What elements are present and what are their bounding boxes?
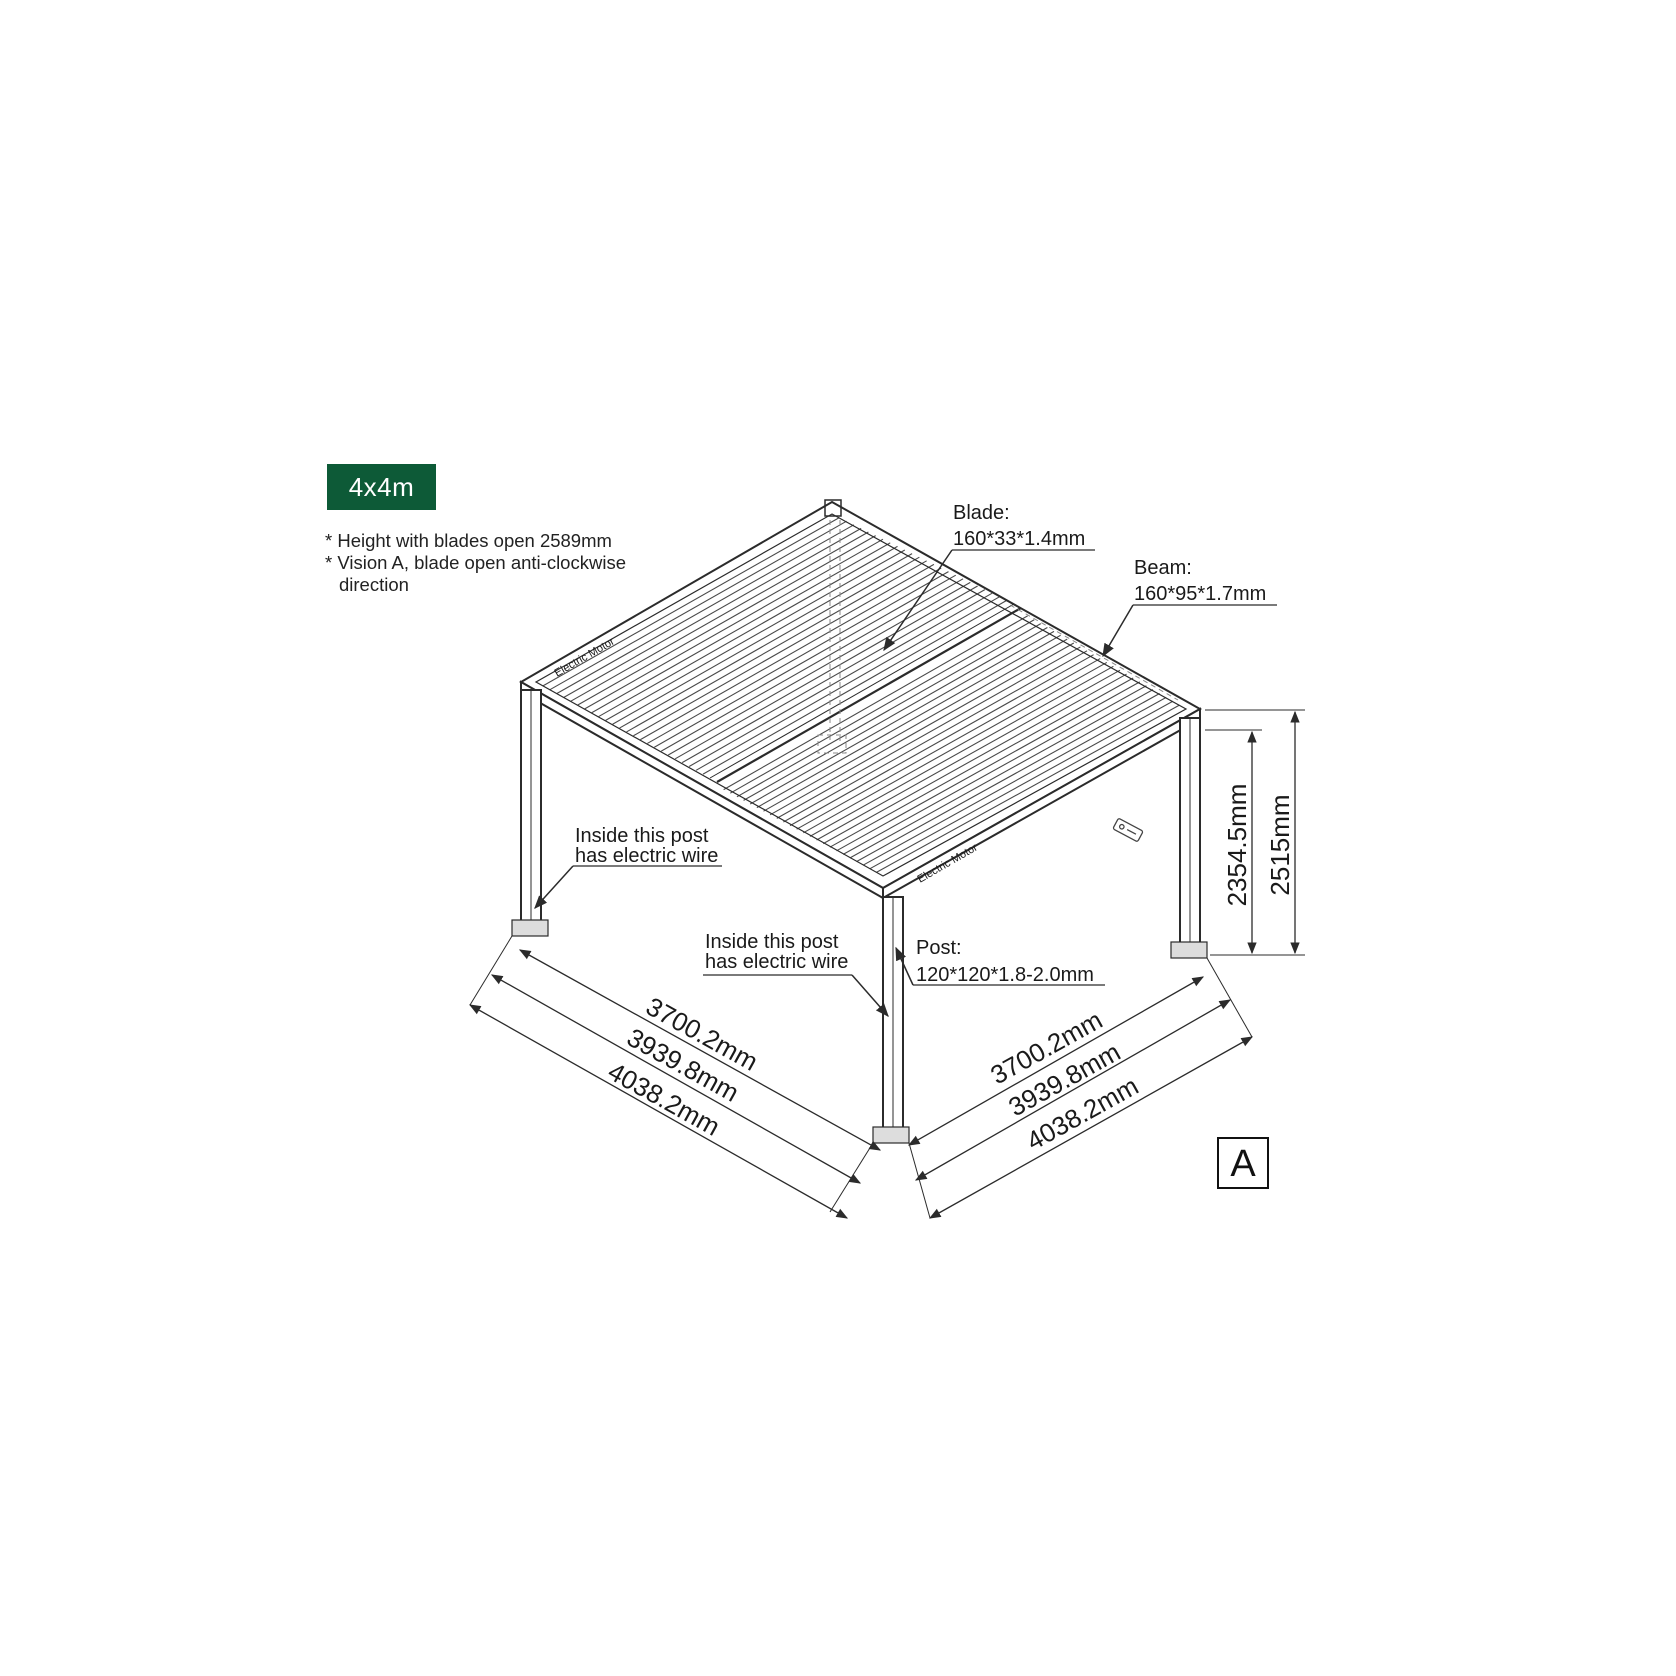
blade-label-spec: 160*33*1.4mm bbox=[953, 528, 1085, 550]
roof-blade bbox=[842, 685, 1147, 855]
roof-blade bbox=[702, 599, 1007, 775]
roof-blade bbox=[756, 634, 1061, 809]
roof-blade bbox=[688, 592, 993, 767]
roof-blade bbox=[836, 681, 1141, 852]
front-post-note-line2: has electric wire bbox=[705, 951, 848, 973]
hidden-lines bbox=[817, 520, 1179, 754]
roof-blade bbox=[577, 535, 876, 706]
blade-callout: Blade: 160*33*1.4mm bbox=[883, 502, 1095, 652]
roof-blade bbox=[776, 646, 1081, 819]
left-post bbox=[511, 689, 549, 937]
roof-blade bbox=[743, 627, 1048, 801]
roof-blade bbox=[749, 630, 1055, 805]
roof-blade bbox=[681, 589, 986, 764]
height-dim-label-inner: 2354.5mm bbox=[1222, 784, 1252, 907]
roof-blade bbox=[563, 527, 862, 698]
roof-blade bbox=[556, 524, 855, 694]
front-post-note-line1: Inside this post bbox=[705, 931, 839, 953]
posts bbox=[511, 689, 1208, 1144]
left-post-wire-callout: Inside this post has electric wire bbox=[534, 825, 722, 910]
roof-blade bbox=[674, 585, 978, 760]
roof-frame bbox=[518, 499, 1203, 900]
roof-blade bbox=[667, 581, 971, 756]
blade-label-title: Blade: bbox=[953, 502, 1010, 524]
roof-blade bbox=[736, 623, 1042, 798]
right-post bbox=[1170, 717, 1208, 959]
roof-blade bbox=[763, 638, 1068, 812]
roof-blade bbox=[783, 650, 1088, 823]
roof-blade bbox=[619, 556, 920, 729]
height-dim-label-outer: 2515mm bbox=[1265, 794, 1295, 895]
post-label-title: Post: bbox=[916, 937, 962, 959]
post-callout: Post: 120*120*1.8-2.0mm bbox=[895, 937, 1105, 986]
size-badge: 4x4m bbox=[327, 464, 436, 510]
roof-blade bbox=[829, 677, 1134, 848]
right-dim-line-3 bbox=[928, 1036, 1254, 1219]
note-height: * Height with blades open 2589mm bbox=[325, 530, 612, 551]
roof-blade bbox=[605, 549, 906, 721]
front-post bbox=[872, 896, 910, 1144]
roof-blade bbox=[598, 545, 898, 718]
roof-blades bbox=[542, 517, 1180, 873]
roof-blade bbox=[789, 654, 1094, 827]
roof-blade bbox=[612, 553, 913, 725]
roof-blade bbox=[633, 563, 935, 737]
roof-blade bbox=[822, 673, 1127, 845]
roof-blade bbox=[570, 531, 869, 702]
left-dimensions bbox=[468, 935, 882, 1219]
roof-blade bbox=[640, 567, 942, 741]
roof-blade bbox=[862, 696, 1167, 866]
roof-blade bbox=[626, 560, 927, 733]
roof-blade bbox=[661, 578, 964, 752]
roof-blade bbox=[549, 520, 847, 691]
roof-blade bbox=[730, 619, 1035, 794]
roof-blade bbox=[542, 517, 840, 687]
roof-blade bbox=[816, 669, 1121, 841]
post-label-spec: 120*120*1.8-2.0mm bbox=[916, 964, 1094, 986]
beam-label-title: Beam: bbox=[1134, 557, 1192, 579]
view-marker: A bbox=[1217, 1137, 1269, 1189]
roof-blade bbox=[695, 596, 1000, 771]
note-vision: * Vision A, blade open anti-clockwise bbox=[325, 552, 626, 573]
roof-blade bbox=[869, 700, 1174, 870]
spec-notes: * Height with blades open 2589mm * Visio… bbox=[325, 530, 626, 596]
roof-blade bbox=[647, 571, 949, 744]
roof-blade bbox=[809, 665, 1114, 837]
height-dimensions bbox=[1205, 709, 1305, 956]
left-post-note-line2: has electric wire bbox=[575, 845, 718, 867]
center-divider-beam bbox=[716, 607, 1022, 783]
left-dim-line-3 bbox=[468, 1004, 849, 1219]
left-post-note-line1: Inside this post bbox=[575, 825, 709, 847]
right-dimensions bbox=[907, 957, 1254, 1219]
beam-label-spec: 160*95*1.7mm bbox=[1134, 583, 1266, 605]
front-post-wire-callout: Inside this post has electric wire bbox=[703, 931, 889, 1018]
roof-blade bbox=[769, 642, 1075, 816]
roof-blade bbox=[584, 538, 884, 710]
roof-blade bbox=[803, 661, 1108, 834]
roof-blade bbox=[654, 574, 957, 748]
roof-blade bbox=[876, 704, 1180, 873]
note-direction: direction bbox=[339, 574, 409, 595]
remote-control-icon bbox=[1112, 818, 1144, 842]
beam-callout: Beam: 160*95*1.7mm bbox=[1102, 557, 1277, 658]
roof-blade bbox=[849, 689, 1154, 859]
roof-blade bbox=[796, 658, 1101, 830]
roof-blade bbox=[591, 542, 891, 714]
roof-blade bbox=[723, 615, 1028, 791]
roof-blade bbox=[856, 692, 1160, 863]
roof-inner-edge bbox=[534, 513, 1188, 877]
